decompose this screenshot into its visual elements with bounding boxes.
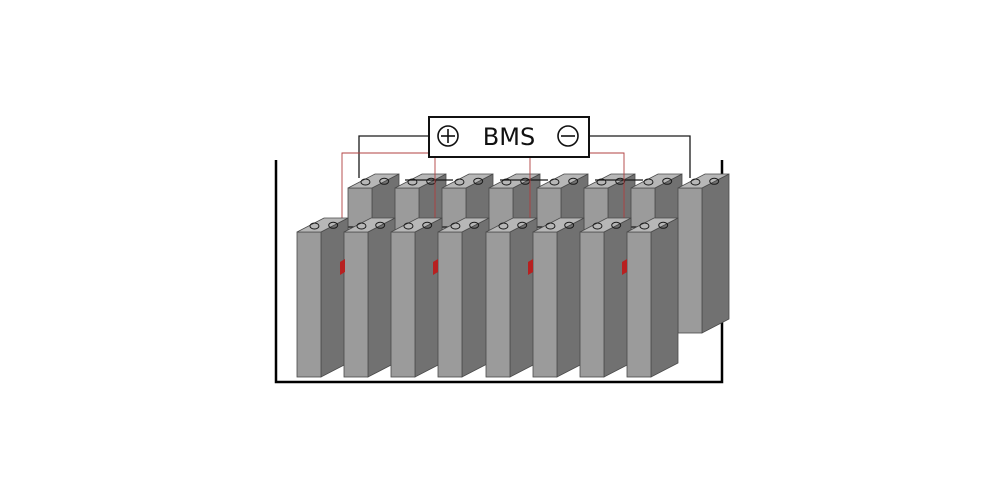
cell-terminal [658, 221, 669, 229]
bms-box [428, 116, 590, 158]
cell-terminal [379, 177, 390, 185]
cell-terminal [356, 222, 367, 230]
cell-terminal [360, 178, 371, 186]
cell-terminal [403, 222, 414, 230]
positive-lead-wire [358, 135, 432, 178]
cell-terminal [545, 222, 556, 230]
cell-terminal [426, 177, 437, 185]
bms-module: BMS [428, 116, 590, 158]
sense-tab [340, 259, 345, 275]
cell-terminal [450, 222, 461, 230]
cell-terminal [473, 177, 484, 185]
cell-terminal [611, 221, 622, 229]
cell-terminal [690, 178, 701, 186]
minus-circle-icon [557, 125, 579, 147]
cell-terminal [469, 221, 480, 229]
cell-terminal [615, 177, 626, 185]
battery-cell-front [626, 217, 679, 378]
cell-terminal [328, 221, 339, 229]
bms-label: BMS [483, 123, 535, 151]
cell-terminal [454, 178, 465, 186]
cell-terminal [662, 177, 673, 185]
cell-terminal [709, 177, 720, 185]
sense-tab [528, 259, 533, 275]
front-cell-row [296, 217, 679, 378]
cell-terminal [568, 177, 579, 185]
sense-tab [433, 259, 438, 275]
cell-terminal [564, 221, 575, 229]
battery-cell-front [532, 217, 585, 378]
cell-terminal [643, 178, 654, 186]
battery-cell-front [437, 217, 490, 378]
cell-terminal [592, 222, 603, 230]
cell-terminal [596, 178, 607, 186]
cell-terminal [639, 222, 650, 230]
battery-cell-front [485, 217, 538, 378]
cell-terminal [407, 178, 418, 186]
cell-terminal [517, 221, 528, 229]
cell-terminal [375, 221, 386, 229]
cell-terminal [501, 178, 512, 186]
cell-terminal [422, 221, 433, 229]
sense-tab [622, 259, 627, 275]
battery-cell-front [296, 217, 349, 378]
battery-cell-front [579, 217, 632, 378]
battery-cell-front [343, 217, 396, 378]
negative-lead-wire [587, 135, 691, 178]
cell-terminal [549, 178, 560, 186]
sense-tabs [340, 259, 627, 275]
cell-terminal [498, 222, 509, 230]
plus-circle-icon [437, 125, 459, 147]
cell-terminal [309, 222, 320, 230]
battery-cell-front [390, 217, 443, 378]
battery-cell-back [677, 173, 730, 334]
